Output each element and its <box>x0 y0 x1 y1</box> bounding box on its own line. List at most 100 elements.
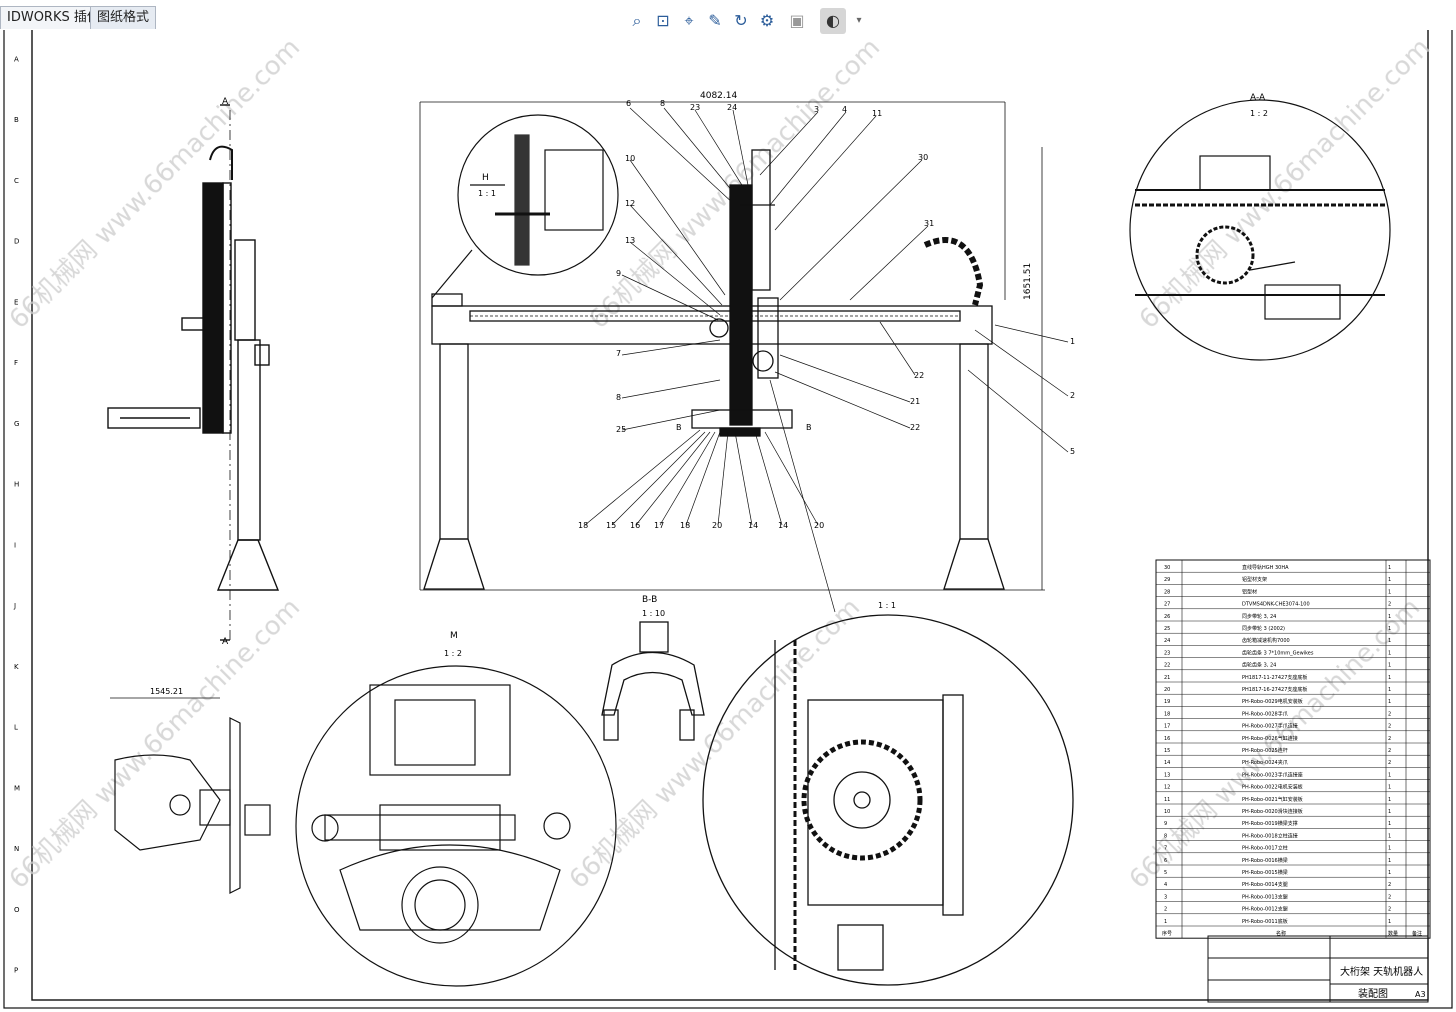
bom-row-qty: 1 <box>1388 577 1391 583</box>
select-icon[interactable]: ✎ <box>708 11 722 30</box>
svg-text:7: 7 <box>616 349 621 358</box>
svg-text:8: 8 <box>660 99 665 108</box>
rotate-icon[interactable]: ↻ <box>734 11 748 30</box>
tab-solidworks-addins[interactable]: IDWORKS 插件 <box>0 6 107 29</box>
bom-row-qty: 1 <box>1388 675 1391 681</box>
svg-text:17: 17 <box>654 521 664 530</box>
bom-row-qty: 1 <box>1388 870 1391 876</box>
border-row-label: I <box>14 541 16 549</box>
bom-row-number: 30 <box>1164 565 1170 571</box>
zoom-area-icon[interactable]: ⊡ <box>656 11 670 30</box>
detail-i[interactable] <box>702 614 1074 986</box>
border-row-label: D <box>14 238 19 246</box>
border-row-label: O <box>14 906 20 914</box>
leader-lines <box>584 107 1069 613</box>
zoom-in-out-icon[interactable]: ⌖ <box>684 11 694 30</box>
side-view[interactable] <box>107 104 280 641</box>
detail-h[interactable] <box>431 114 619 299</box>
svg-text:14: 14 <box>748 521 758 530</box>
bom-row-qty: 1 <box>1388 821 1391 827</box>
border-row-label: K <box>14 663 19 671</box>
svg-text:B: B <box>676 423 682 432</box>
title-block-title: 大桁架 天轨机器人 <box>1340 965 1423 978</box>
bom-row-qty: 2 <box>1388 760 1391 766</box>
bom-row-qty: 2 <box>1388 736 1391 742</box>
view-settings-icon[interactable]: ⚙ <box>759 11 775 30</box>
bom-row-name: PH-Robo-0019横梁支撑 <box>1242 820 1298 827</box>
front-view[interactable] <box>419 101 1045 591</box>
svg-text:23: 23 <box>690 103 700 112</box>
bom-row-qty: 1 <box>1388 589 1391 595</box>
detail-h-scale: 1 : 1 <box>478 189 496 198</box>
tab-sheet-format[interactable]: 图纸格式 <box>90 6 157 29</box>
svg-text:31: 31 <box>924 219 934 228</box>
section-bb[interactable] <box>601 621 705 741</box>
bom-row-number: 1 <box>1164 919 1167 925</box>
svg-text:1: 1 <box>1070 337 1075 346</box>
detail-m-scale: 1 : 2 <box>444 649 462 658</box>
bom-row-number: 20 <box>1164 687 1170 693</box>
bom-row-qty: 2 <box>1388 711 1391 717</box>
bom-row-name: PH-Robo-0021气缸安装板 <box>1242 796 1303 803</box>
svg-text:18: 18 <box>680 521 690 530</box>
border-row-label: M <box>14 784 20 792</box>
bom-row-number: 26 <box>1164 614 1170 620</box>
detail-m[interactable] <box>295 665 617 987</box>
detail-i-scale: 1 : 1 <box>878 601 896 610</box>
svg-text:B: B <box>806 423 812 432</box>
svg-text:2: 2 <box>1070 391 1075 400</box>
display-style-icon[interactable]: ▣ <box>789 11 805 30</box>
bom-row-name: PH-Robo-0024夹爪 <box>1242 759 1288 766</box>
svg-text:3: 3 <box>814 105 819 114</box>
bom-row-qty: 2 <box>1388 882 1391 888</box>
bom-row-number: 15 <box>1164 748 1170 754</box>
svg-text:22: 22 <box>910 423 920 432</box>
section-aa-label: A-A <box>1250 93 1266 103</box>
bom-row-name: 铝型材支架 <box>1242 576 1267 583</box>
border-row-label: P <box>14 967 18 975</box>
bom-header-cell: 名称 <box>1276 930 1286 937</box>
main-width-dimension: 4082.14 <box>700 91 737 101</box>
gripper-side-view[interactable] <box>110 697 271 894</box>
bom-row-qty: 2 <box>1388 724 1391 730</box>
bom-row-name: PH1817-16-27427支座底板 <box>1242 686 1307 693</box>
section-aa[interactable] <box>1129 99 1391 361</box>
bom-row-name: PH-Robo-0025连杆 <box>1242 747 1288 754</box>
bom-row-number: 10 <box>1164 809 1170 815</box>
bom-row-name: 齿轮齿条 3, 24 <box>1242 662 1276 669</box>
zoom-to-fit-icon[interactable]: ⌕ <box>632 11 642 30</box>
bom-row-number: 22 <box>1164 663 1170 669</box>
bom-row-qty: 1 <box>1388 650 1391 656</box>
bom-row-number: 27 <box>1164 602 1170 608</box>
title-block-sheet: A3 <box>1415 990 1426 999</box>
appearance-icon[interactable]: ▾ <box>856 15 862 26</box>
svg-text:22: 22 <box>914 371 924 380</box>
bom-row-name: 直线导轨HGH 30HA <box>1242 564 1289 571</box>
svg-text:11: 11 <box>872 109 882 118</box>
border-row-label: F <box>14 359 18 367</box>
bom-row-name: PH1817-11-27427支座底板 <box>1242 674 1307 681</box>
section-bb-scale: 1 : 10 <box>642 609 665 618</box>
main-height-dimension: 1651.51 <box>1023 263 1033 300</box>
border-row-label: E <box>14 298 18 306</box>
bom-row-qty: 1 <box>1388 785 1391 791</box>
bom-row-number: 16 <box>1164 736 1170 742</box>
bom-row-name: PH-Robo-0018立柱连接 <box>1242 832 1298 839</box>
bom-header-cell: 备注 <box>1412 930 1422 937</box>
hide-show-icon[interactable]: ◐ <box>820 8 846 34</box>
bom-row-number: 19 <box>1164 699 1170 705</box>
title-block[interactable] <box>1207 935 1429 1003</box>
svg-text:24: 24 <box>727 103 737 112</box>
svg-text:4: 4 <box>842 105 847 114</box>
border-row-label: C <box>14 177 19 185</box>
bom-row-name: PH-Robo-0011底板 <box>1242 918 1288 925</box>
svg-text:18: 18 <box>578 521 588 530</box>
section-aa-scale: 1 : 2 <box>1250 109 1268 118</box>
bom-row-number: 17 <box>1164 724 1170 730</box>
bom-row-name: PH-Robo-0020滑块连接板 <box>1242 808 1303 815</box>
bom-row-name: PH-Robo-0028手爪 <box>1242 710 1288 717</box>
svg-text:8: 8 <box>616 393 621 402</box>
